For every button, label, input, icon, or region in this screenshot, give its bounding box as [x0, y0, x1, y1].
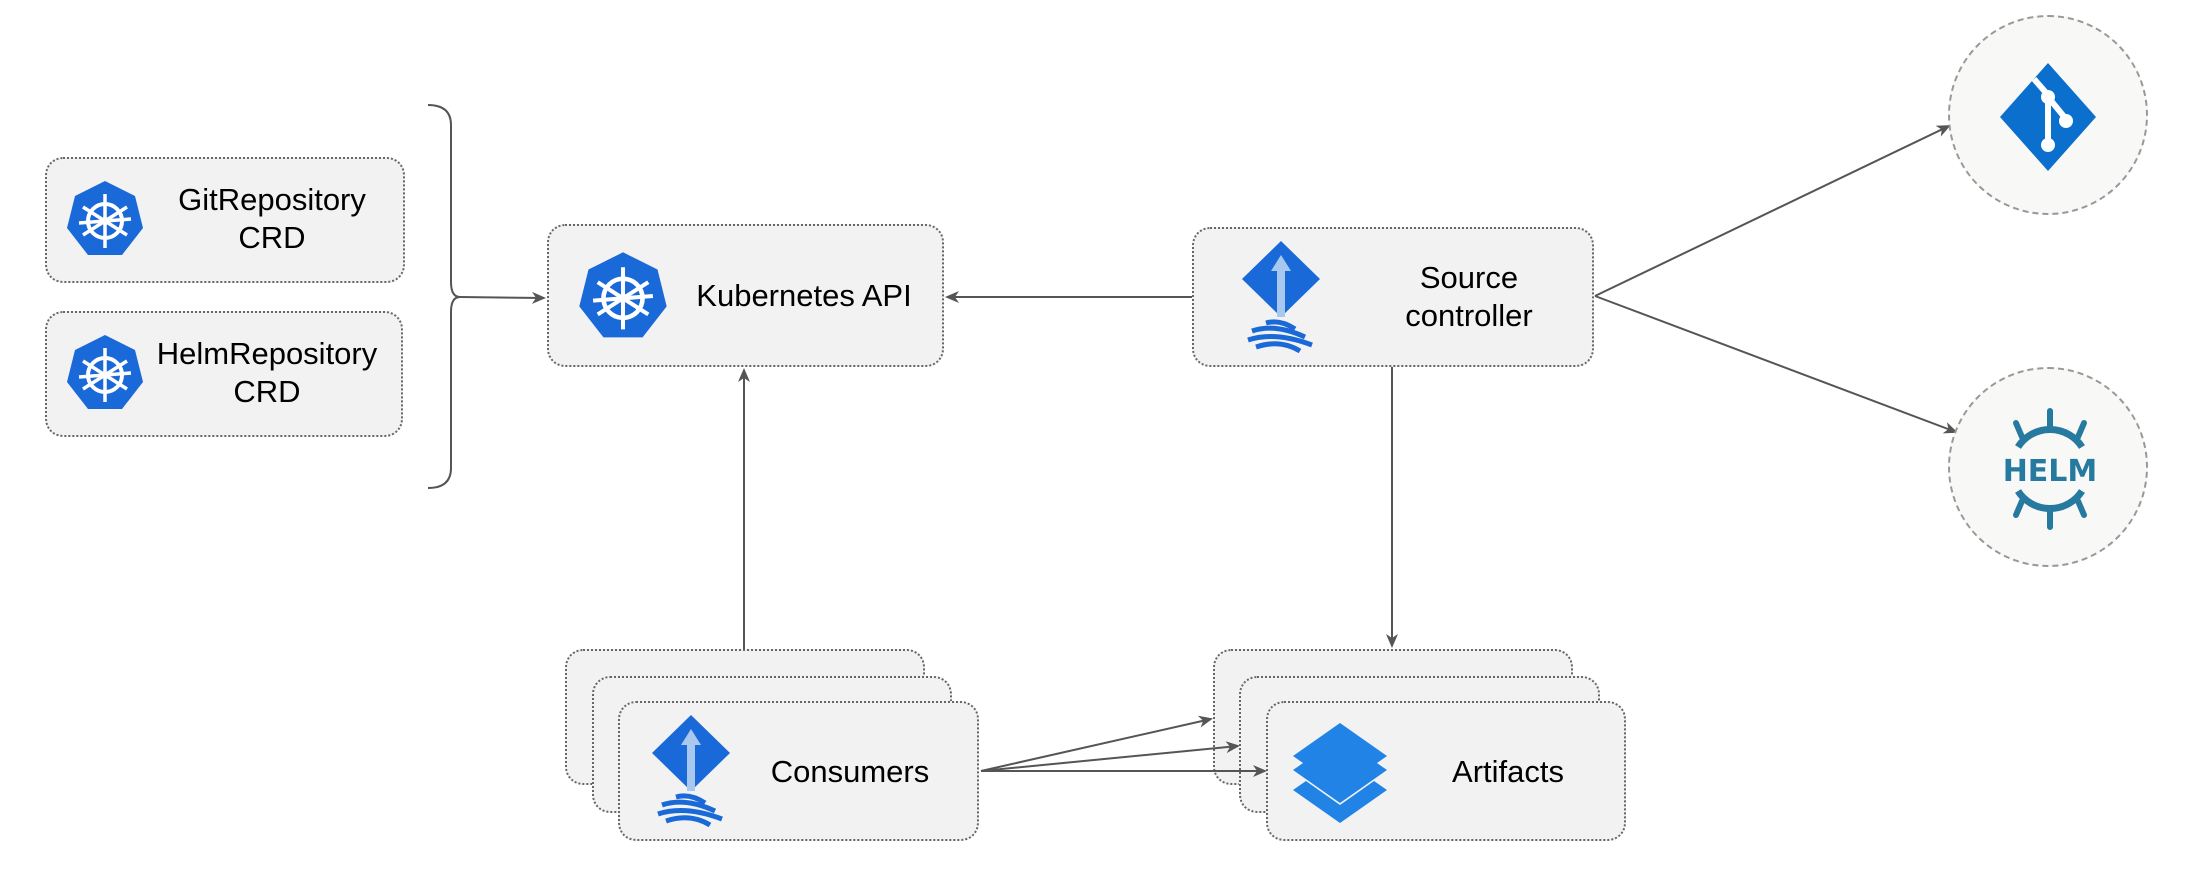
- source-controller-node[interactable]: Source controller: [1192, 227, 1594, 367]
- edge-source-to-git: [1594, 125, 1951, 297]
- flux-icon: [652, 715, 730, 828]
- consumers-node[interactable]: Consumers: [618, 701, 979, 841]
- node-label: HelmRepository: [156, 336, 378, 371]
- node-label: controller: [1405, 298, 1533, 333]
- node-label: Source: [1419, 260, 1519, 295]
- edge-consumers-to-artifacts: [980, 741, 1240, 772]
- kubernetes-icon: [67, 335, 143, 409]
- git-repository-crd-node[interactable]: GitRepository CRD: [45, 157, 405, 283]
- node-label: GitRepository: [178, 182, 366, 217]
- git-repository-node[interactable]: [1948, 15, 2148, 215]
- helm-logo-text: HELM: [2003, 454, 2098, 489]
- node-label: Consumers: [770, 754, 930, 789]
- kubernetes-icon: [67, 181, 143, 255]
- node-label: CRD: [238, 220, 306, 255]
- flux-icon: [1242, 241, 1320, 354]
- node-label: CRD: [233, 374, 301, 409]
- node-label: Artifacts: [1452, 754, 1564, 789]
- kubernetes-api-node[interactable]: Kubernetes API: [547, 224, 944, 367]
- git-icon: [2000, 63, 2096, 171]
- helm-icon: HELM: [2003, 408, 2098, 530]
- layers-icon: [1293, 723, 1387, 823]
- helm-repository-crd-node[interactable]: HelmRepository CRD: [45, 311, 403, 437]
- helm-repository-node[interactable]: HELM: [1948, 367, 2148, 567]
- edge-source-to-helm: [1594, 295, 1958, 434]
- node-label: Kubernetes API: [696, 278, 912, 313]
- artifacts-node[interactable]: Artifacts: [1266, 701, 1626, 841]
- edge-consumers-to-artifacts: [980, 715, 1213, 772]
- kubernetes-icon: [579, 252, 667, 338]
- edge-crds-to-kubernetes-api: [459, 291, 546, 304]
